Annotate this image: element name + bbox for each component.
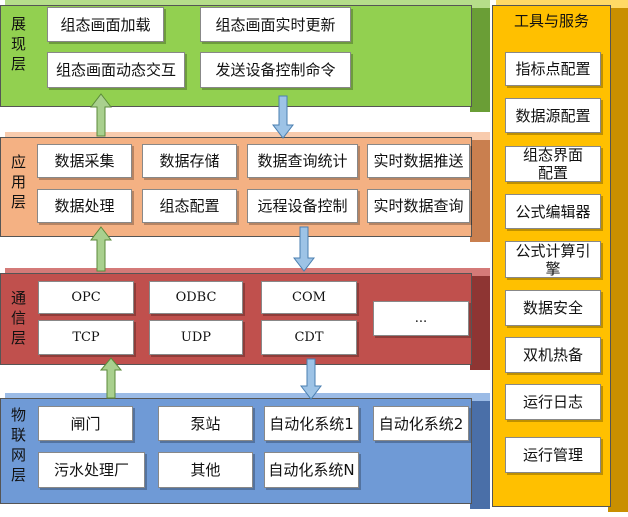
tool-run-management: 运行管理 <box>505 437 601 473</box>
tool-indicator-config: 指标点配置 <box>505 52 601 86</box>
box-cdt: CDT <box>261 320 357 355</box>
box-data-storage: 数据存储 <box>142 144 237 178</box>
tool-run-log: 运行日志 <box>505 384 601 420</box>
tool-hot-standby: 双机热备 <box>505 337 601 373</box>
box-automation-n: 自动化系统N <box>264 452 359 488</box>
box-automation-1: 自动化系统1 <box>264 406 359 441</box>
box-pump-station: 泵站 <box>158 406 253 441</box>
box-canvas-load: 组态画面加载 <box>47 7 164 42</box>
arrow-down-presentation-to-app <box>272 95 294 139</box>
arrow-up-comm-to-app <box>90 226 112 272</box>
tool-formula-editor: 公式编辑器 <box>505 194 601 229</box>
communication-layer-top <box>5 268 490 276</box>
box-opc: OPC <box>38 281 134 314</box>
presentation-layer-side <box>470 5 490 112</box>
box-send-device-command: 发送设备控制命令 <box>200 52 351 88</box>
iot-layer-top <box>5 393 490 401</box>
application-layer-side <box>470 137 490 242</box>
presentation-layer-top <box>5 0 490 8</box>
communication-layer-label: 通信层 <box>11 289 27 347</box>
arrow-up-app-to-presentation <box>90 93 112 137</box>
box-config: 组态配置 <box>142 189 237 223</box>
iot-layer-side <box>470 398 490 509</box>
tools-panel-top <box>496 0 628 8</box>
communication-layer-side <box>470 273 490 370</box>
box-udp: UDP <box>149 320 243 355</box>
application-layer-top <box>5 132 490 140</box>
application-layer-label: 应用层 <box>11 153 27 211</box>
box-gate: 闸门 <box>38 406 133 441</box>
box-data-processing: 数据处理 <box>37 189 132 223</box>
tools-title: 工具与服务 <box>513 12 589 30</box>
box-com: COM <box>261 281 357 314</box>
box-canvas-interaction: 组态画面动态交互 <box>47 52 185 88</box>
box-automation-2: 自动化系统2 <box>373 406 469 441</box>
iot-layer-label: 物联网层 <box>11 406 27 484</box>
tool-ui-config: 组态界面配置 <box>505 146 601 182</box>
box-tcp: TCP <box>38 320 134 355</box>
arrow-down-app-to-comm <box>293 226 315 272</box>
box-other: 其他 <box>158 452 253 488</box>
box-realtime-query: 实时数据查询 <box>367 189 470 223</box>
arrow-up-iot-to-comm <box>100 357 122 399</box>
box-odbc: ODBC <box>149 281 243 314</box>
tool-datasource-config: 数据源配置 <box>505 98 601 133</box>
presentation-layer-label: 展现层 <box>11 15 27 73</box>
tool-data-security: 数据安全 <box>505 290 601 326</box>
box-sewage-plant: 污水处理厂 <box>38 452 145 488</box>
box-realtime-push: 实时数据推送 <box>367 144 470 178</box>
box-data-query-stats: 数据查询统计 <box>247 144 358 178</box>
tools-panel-side <box>608 5 628 512</box>
box-data-collection: 数据采集 <box>37 144 132 178</box>
arrow-down-comm-to-iot <box>300 358 322 400</box>
box-canvas-realtime-update: 组态画面实时更新 <box>200 7 351 42</box>
box-more: ... <box>373 301 469 336</box>
box-remote-control: 远程设备控制 <box>247 189 358 223</box>
tool-formula-engine: 公式计算引擎 <box>505 241 601 278</box>
